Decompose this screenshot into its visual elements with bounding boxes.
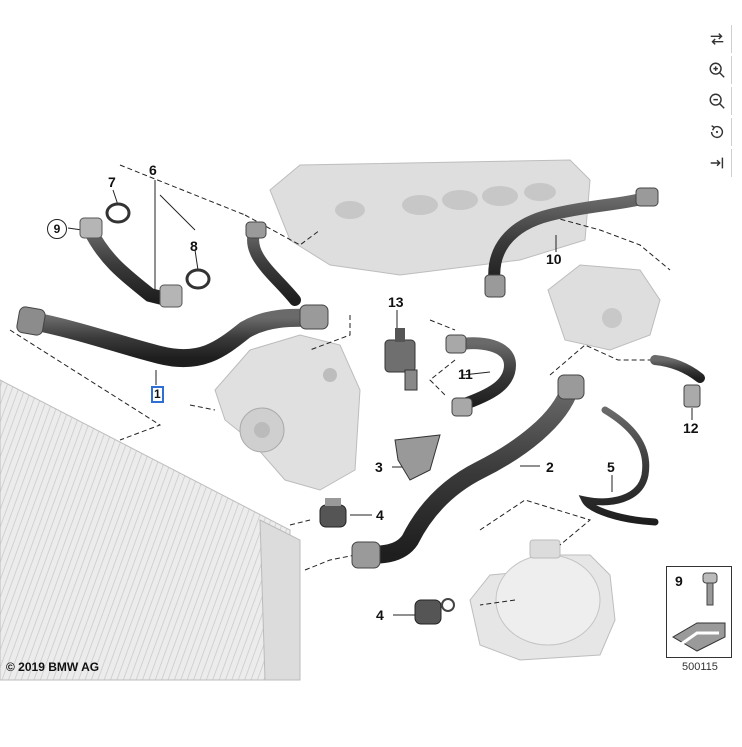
hose-11 — [445, 334, 517, 417]
connector-4-upper — [319, 498, 347, 528]
engine-cylinder-head — [269, 159, 591, 276]
expansion-tank — [469, 539, 616, 661]
water-pump-housing — [214, 334, 361, 491]
callout-4-lower: 4 — [376, 607, 384, 623]
hose-5 — [578, 406, 659, 526]
callout-13: 13 — [388, 294, 404, 310]
hose-1 — [16, 304, 329, 368]
callout-6: 6 — [149, 162, 157, 178]
coolant-pipe-6 — [79, 217, 183, 308]
callout-3: 3 — [375, 459, 383, 475]
inset-label: 9 — [675, 573, 683, 589]
swap-button[interactable] — [703, 25, 732, 53]
dashed-leader-lines — [9, 164, 671, 606]
radiator — [0, 379, 301, 681]
reset-rotation-button[interactable] — [703, 118, 732, 146]
swap-arrows-icon — [710, 33, 724, 45]
electric-coolant-pump — [547, 264, 661, 351]
callout-9: 9 — [47, 219, 67, 239]
screw-icon — [672, 572, 726, 652]
callout-11: 11 — [458, 366, 473, 382]
bracket-3 — [394, 434, 441, 481]
zoom-in-icon — [709, 62, 725, 78]
zoom-out-button[interactable] — [703, 87, 732, 115]
copyright-text: © 2019 BMW AG — [6, 660, 100, 674]
hose-12 — [650, 355, 705, 408]
diagram-number: 500115 — [682, 661, 718, 673]
hose-engine-branch — [245, 221, 301, 306]
connector-4-lower — [414, 598, 455, 625]
solid-leader-lines — [67, 180, 693, 616]
zoom-in-button[interactable] — [703, 56, 732, 84]
callout-10: 10 — [546, 251, 562, 267]
o-ring-7 — [105, 202, 131, 224]
collapse-panel-icon — [710, 157, 724, 169]
zoom-out-icon — [709, 93, 725, 109]
hose-2 — [351, 374, 585, 569]
callout-2: 2 — [546, 459, 554, 475]
hose-10 — [484, 187, 659, 298]
callout-7: 7 — [108, 174, 116, 190]
callout-5: 5 — [607, 459, 615, 475]
collapse-panel-button[interactable] — [703, 149, 732, 177]
callout-8: 8 — [190, 238, 198, 254]
o-ring-8 — [185, 268, 211, 290]
callout-1: 1 — [151, 386, 164, 403]
inset-box-screw: 9 — [666, 566, 732, 658]
rotate-reset-icon — [710, 125, 724, 139]
thermostat-13 — [384, 328, 418, 391]
callout-12: 12 — [683, 420, 699, 436]
viewer-toolbar — [703, 25, 733, 180]
callout-4-upper: 4 — [376, 507, 384, 523]
